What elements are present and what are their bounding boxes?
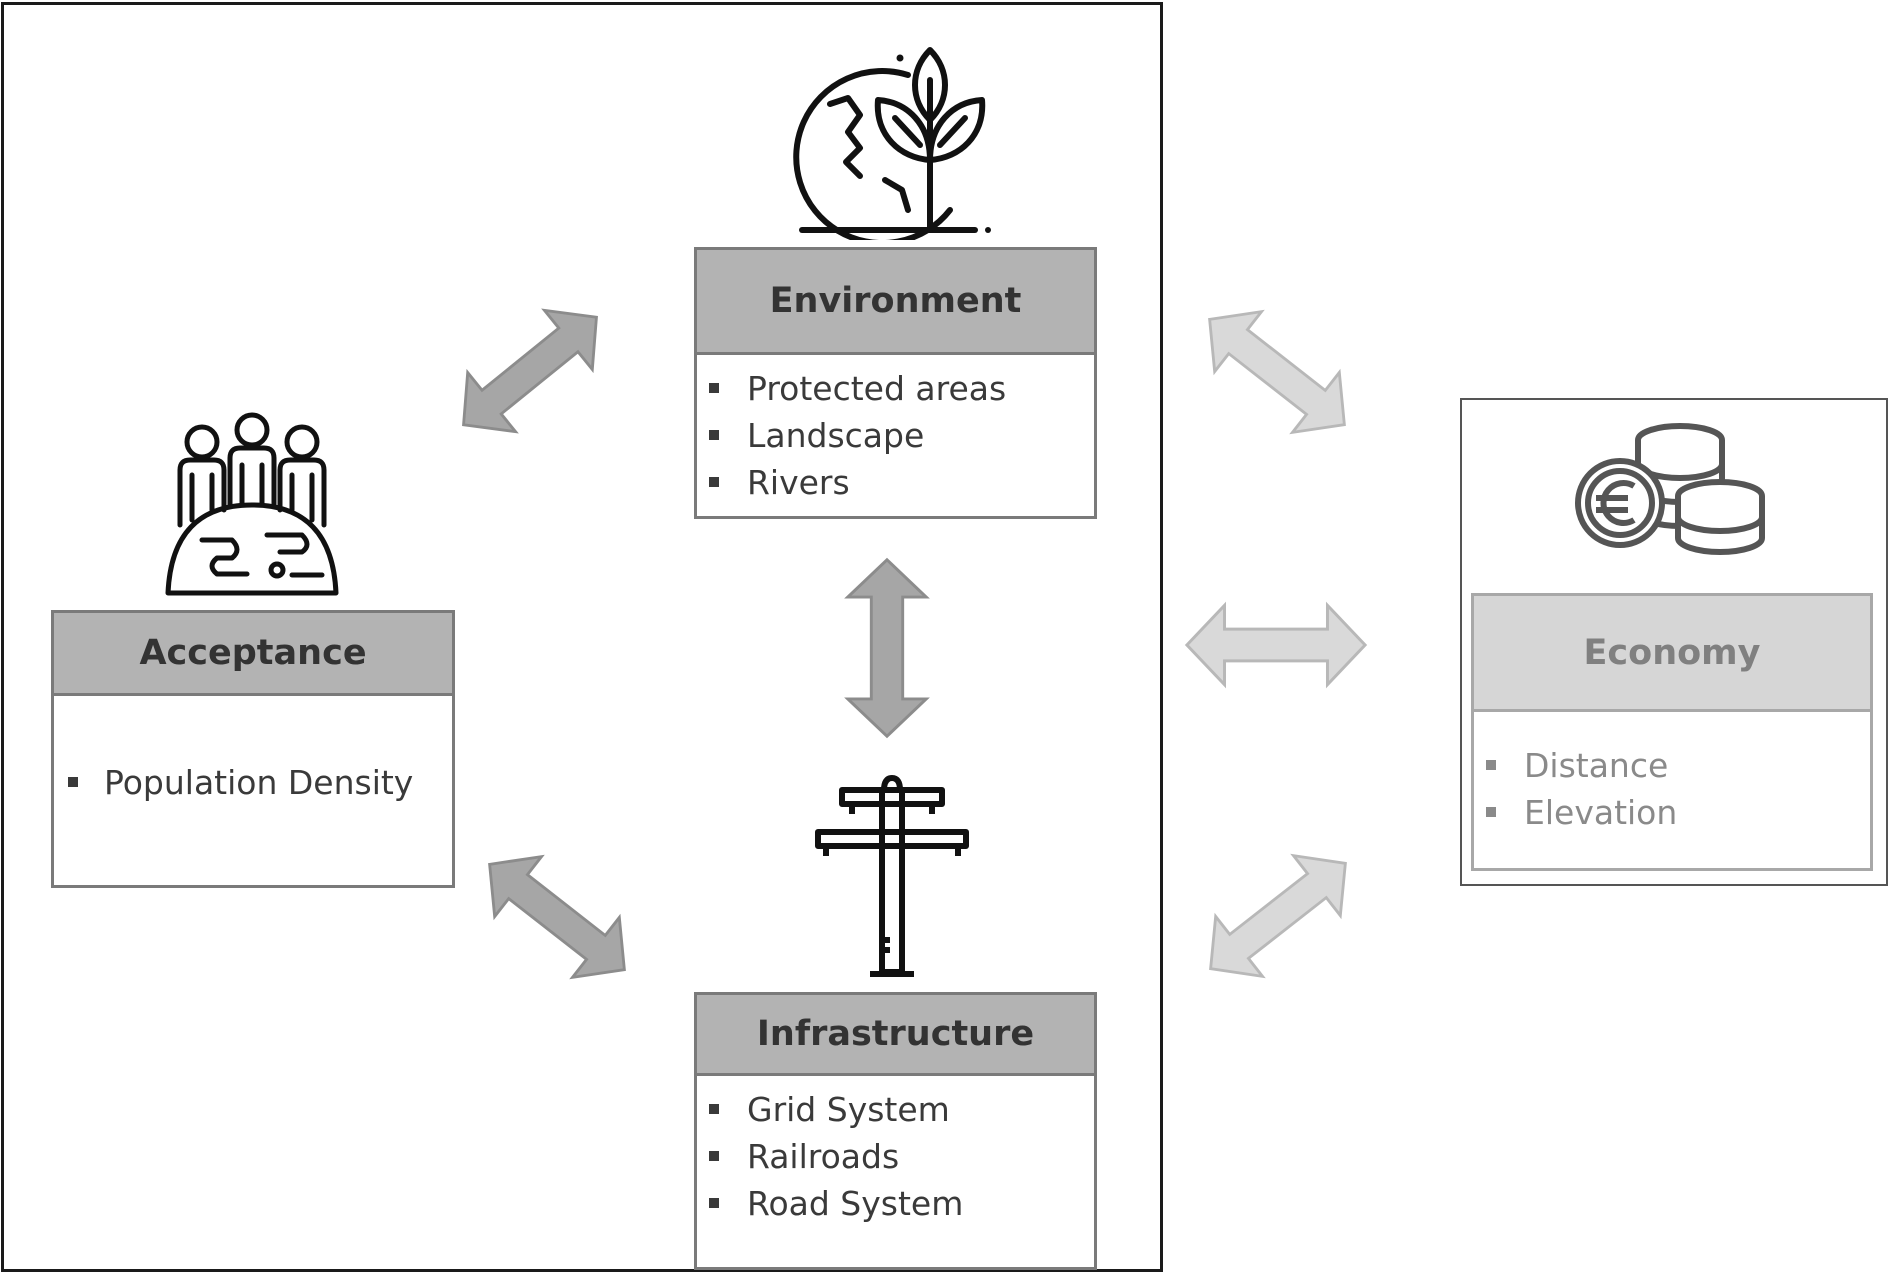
arrow-infrastructure-economy xyxy=(1187,833,1369,998)
infrastructure-title: Infrastructure xyxy=(697,995,1094,1076)
list-item: Road System xyxy=(697,1180,1094,1227)
globe-plant-icon xyxy=(790,40,1002,240)
list-item: Elevation xyxy=(1474,789,1870,836)
arrow-acceptance-environment xyxy=(440,288,621,455)
list-item: Rivers xyxy=(697,459,1094,506)
arrow-environment-infrastructure xyxy=(848,560,926,736)
euro-coins-icon xyxy=(1570,420,1770,560)
economy-list: Distance Elevation xyxy=(1474,712,1870,836)
list-item: Landscape xyxy=(697,412,1094,459)
infrastructure-list: Grid System Railroads Road System xyxy=(697,1076,1094,1227)
power-pole-icon xyxy=(812,770,972,985)
list-item: Distance xyxy=(1474,742,1870,789)
people-on-globe-icon xyxy=(162,410,342,600)
list-item: Railroads xyxy=(697,1133,1094,1180)
arrow-acceptance-infrastructure xyxy=(466,834,648,999)
acceptance-title: Acceptance xyxy=(54,613,452,696)
economy-title: Economy xyxy=(1474,596,1870,712)
environment-title: Environment xyxy=(697,250,1094,355)
arrow-center-economy xyxy=(1187,605,1365,684)
infrastructure-card: Infrastructure Grid System Railroads Roa… xyxy=(694,992,1097,1270)
environment-card: Environment Protected areas Landscape Ri… xyxy=(694,247,1097,519)
list-item: Protected areas xyxy=(697,365,1094,412)
economy-card: Economy Distance Elevation xyxy=(1471,593,1873,871)
list-item: Population Density xyxy=(54,759,452,806)
acceptance-card: Acceptance Population Density xyxy=(51,610,455,888)
acceptance-list: Population Density xyxy=(54,696,452,806)
environment-list: Protected areas Landscape Rivers xyxy=(697,355,1094,506)
arrow-environment-economy xyxy=(1186,289,1368,454)
list-item: Grid System xyxy=(697,1086,1094,1133)
